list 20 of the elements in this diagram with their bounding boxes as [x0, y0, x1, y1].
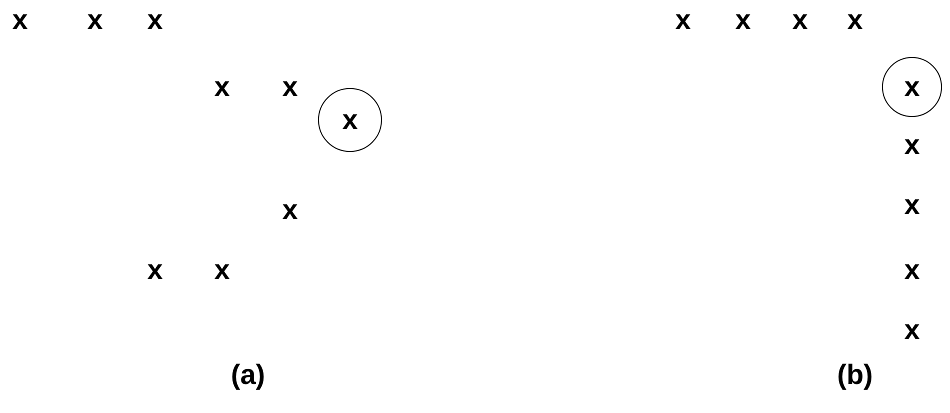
- panel-label: (a): [230, 361, 266, 389]
- point-mark: x: [282, 73, 298, 101]
- point-mark: x: [214, 73, 230, 101]
- point-mark: x: [904, 256, 920, 284]
- point-mark: x: [147, 256, 163, 284]
- point-mark: x: [847, 6, 863, 34]
- point-mark: x: [904, 191, 920, 219]
- point-mark: x: [214, 256, 230, 284]
- point-mark: x: [904, 131, 920, 159]
- point-mark: x: [792, 6, 808, 34]
- point-mark: x: [735, 6, 751, 34]
- point-mark: x: [904, 316, 920, 344]
- point-mark: x: [282, 196, 298, 224]
- circled-mark: x: [318, 88, 382, 152]
- point-mark: x: [147, 6, 163, 34]
- circled-mark: x: [882, 57, 942, 117]
- point-mark: x: [675, 6, 691, 34]
- point-mark: x: [87, 6, 103, 34]
- point-mark: x: [12, 6, 28, 34]
- panel-label: (b): [837, 361, 873, 389]
